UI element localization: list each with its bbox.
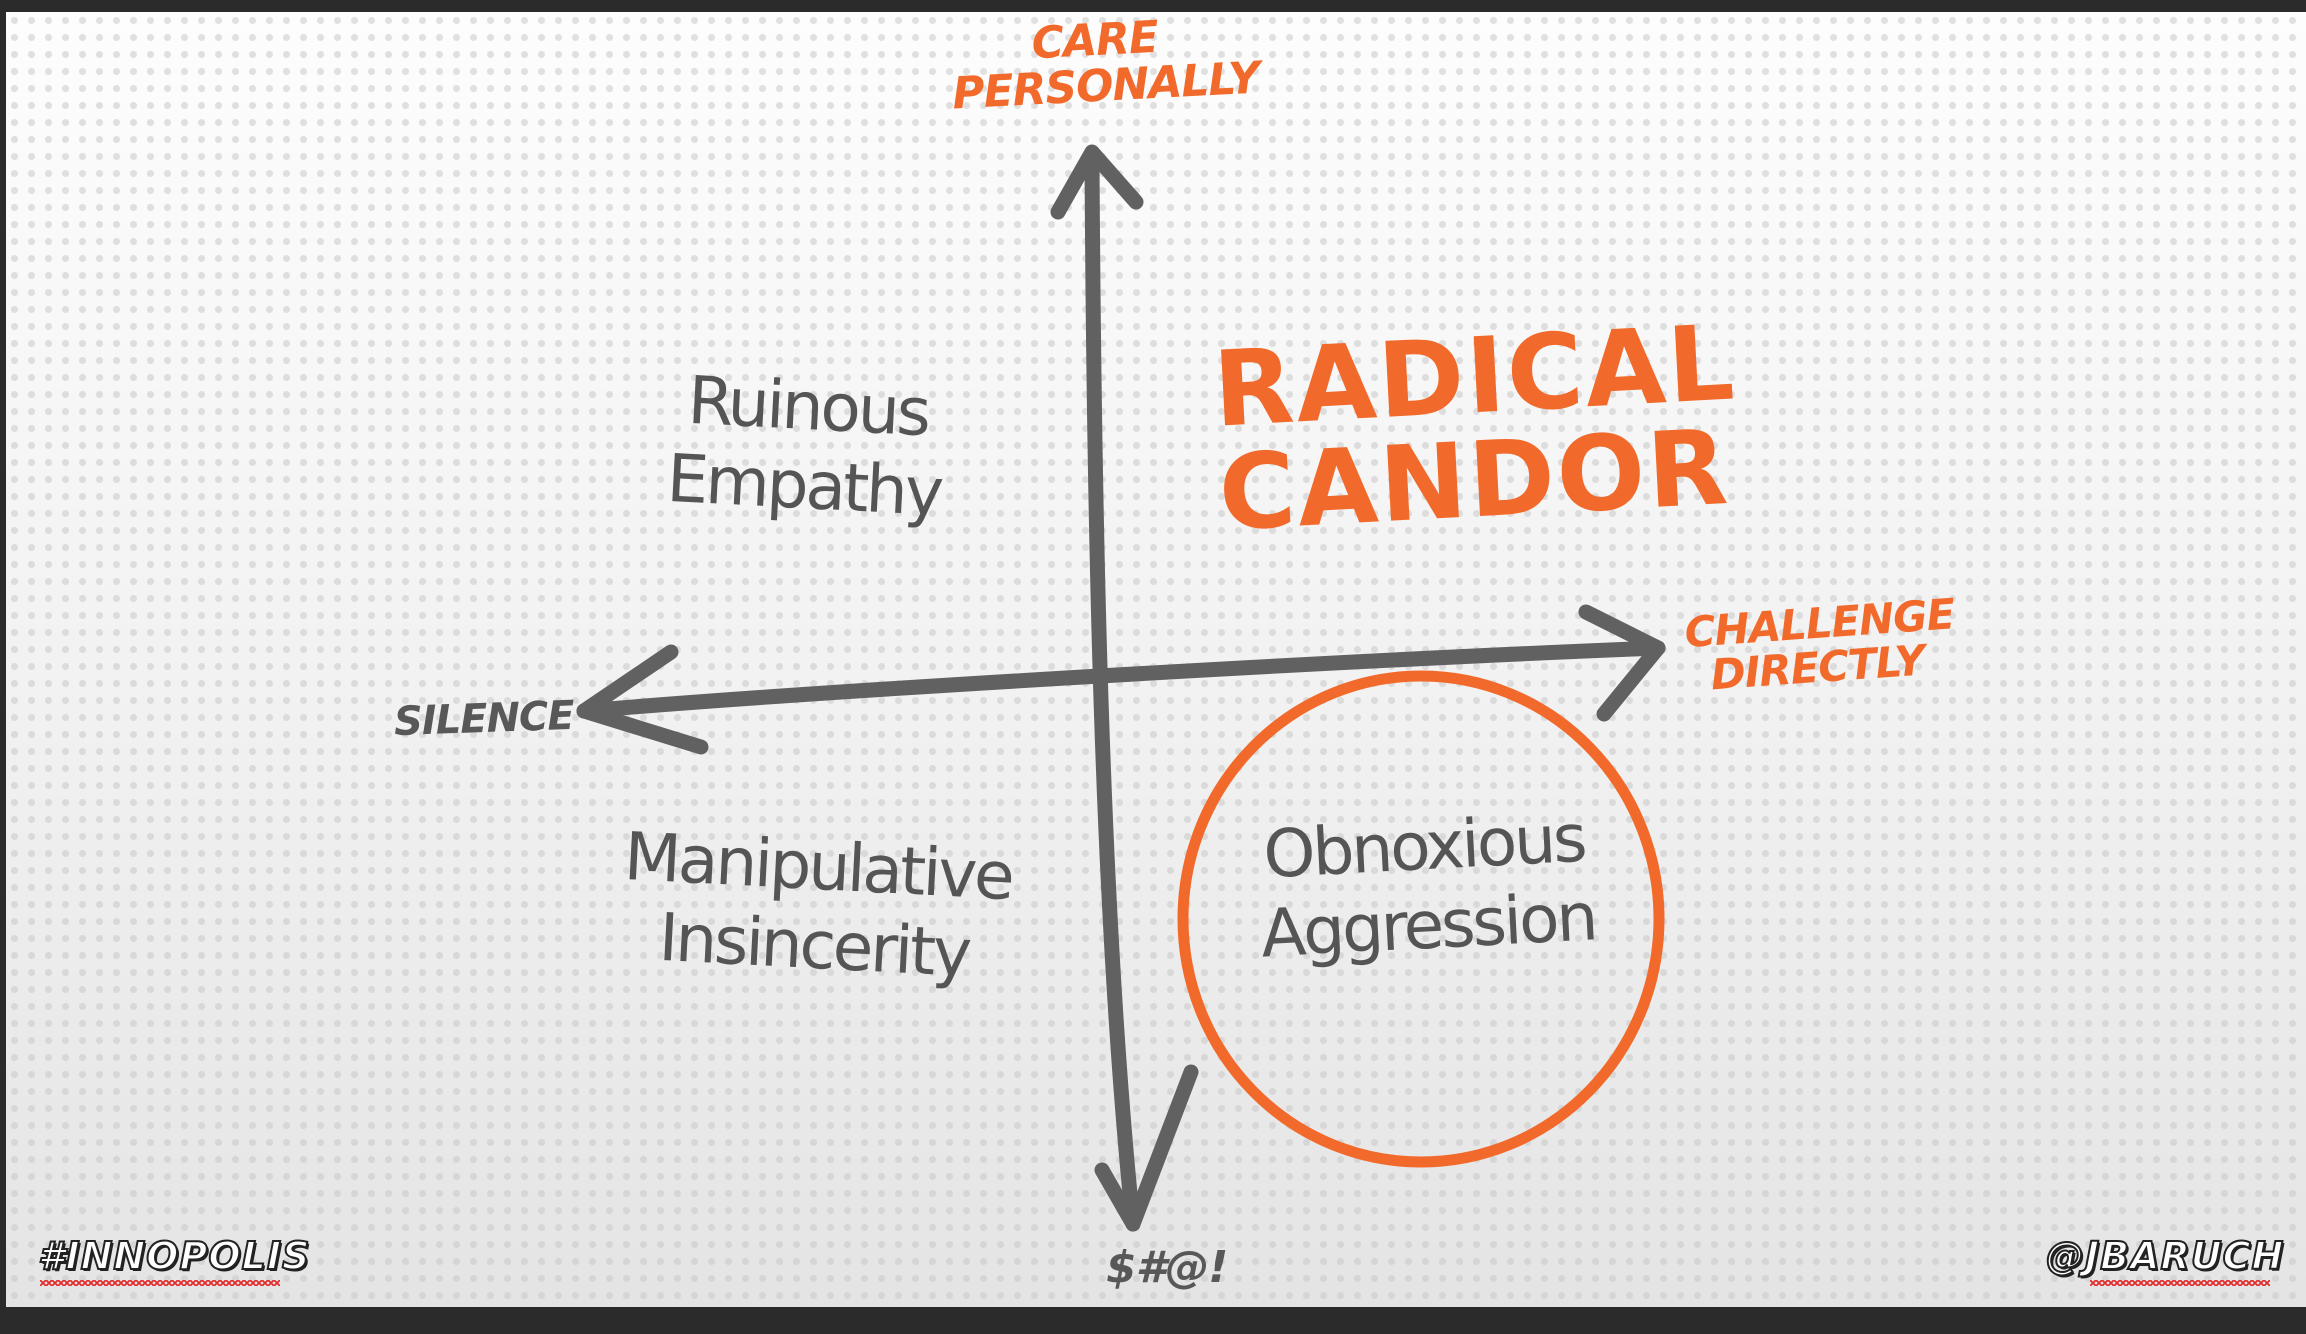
hashtag-innopolis: #INNOPOLIS bbox=[37, 1233, 311, 1279]
quadrant-radical-candor: RADICAL CANDOR bbox=[1210, 301, 1744, 555]
axis-label-bottom-symbols: $#@! bbox=[1106, 1242, 1228, 1293]
axis-label-care-personally: CARE PERSONALLY bbox=[949, 12, 1260, 120]
slide: CARE PERSONALLY CHALLENGE DIRECTLY SILEN… bbox=[6, 12, 2306, 1307]
axis-label-challenge-directly: CHALLENGE DIRECTLY bbox=[1683, 589, 1956, 699]
quadrant-obnoxious-aggression: Obnoxious Aggression bbox=[1232, 797, 1620, 975]
highlight-circle bbox=[1177, 670, 1665, 1168]
quadrant-ruinous-empathy: Ruinous Empathy bbox=[642, 359, 970, 534]
radical-candor-line-2: CANDOR bbox=[1215, 405, 1733, 555]
horizontal-axis-line bbox=[576, 640, 1666, 719]
radical-candor-diagram bbox=[576, 144, 1666, 1232]
ruinous-empathy-line-2: Empathy bbox=[665, 440, 943, 532]
vertical-axis-down-arrowhead bbox=[1094, 1064, 1199, 1232]
spellcheck-underline-left bbox=[40, 1280, 280, 1286]
spellcheck-underline-right bbox=[2090, 1280, 2270, 1286]
axis-label-silence: SILENCE bbox=[393, 692, 575, 746]
horizontal-axis-left-arrowhead bbox=[576, 644, 709, 755]
vertical-axis-up-arrowhead bbox=[1050, 144, 1144, 220]
horizontal-axis-right-arrowhead bbox=[1578, 604, 1666, 722]
vertical-axis-line bbox=[1084, 152, 1141, 1232]
quadrant-manipulative-insincerity: Manipulative Insincerity bbox=[592, 816, 1040, 997]
handle-jbaruch: @JBARUCH bbox=[2045, 1233, 2285, 1279]
